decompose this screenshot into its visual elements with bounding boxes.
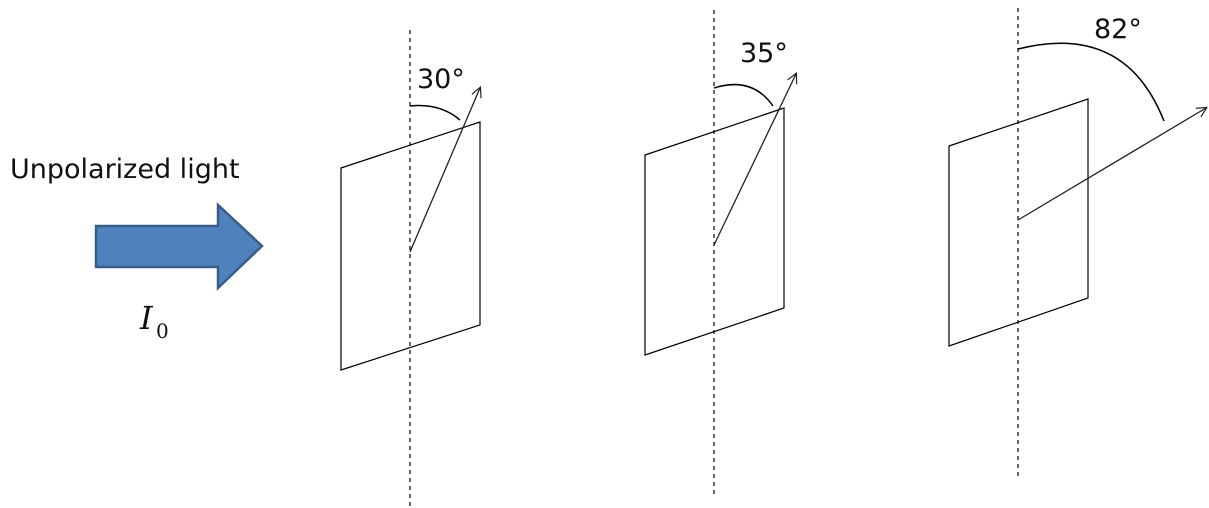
- polarizer-2-plate: [644, 107, 785, 356]
- polarizer-2-transmission-arrow: [713, 74, 796, 246]
- polarizer-2-angle-arc: [713, 83, 774, 107]
- polarizer-3-transmission-arrow: [1017, 108, 1206, 221]
- polarizer-1-plate: [340, 121, 481, 371]
- polarizer-1-transmission-arrow: [409, 88, 480, 253]
- polarizer-1-angle-label: 30°: [417, 64, 465, 95]
- polarizer-3-angle-arc: [1017, 42, 1165, 122]
- polarizer-1-angle-arc: [409, 104, 461, 121]
- unpolarized-light-arrow: [94, 202, 264, 291]
- unpolarized-light-label: Unpolarized light: [10, 154, 240, 185]
- polarizer-3: 82°: [948, 8, 1206, 480]
- polarizer-3-plate: [948, 98, 1089, 347]
- polarizer-2-angle-label: 35°: [740, 38, 788, 69]
- polarizer-2: 35°: [644, 10, 796, 495]
- intensity-symbol: I: [139, 299, 154, 337]
- polarizer-1: 30°: [340, 30, 481, 508]
- intensity-subscript: 0: [156, 319, 169, 343]
- polarizer-3-angle-label: 82°: [1094, 14, 1142, 45]
